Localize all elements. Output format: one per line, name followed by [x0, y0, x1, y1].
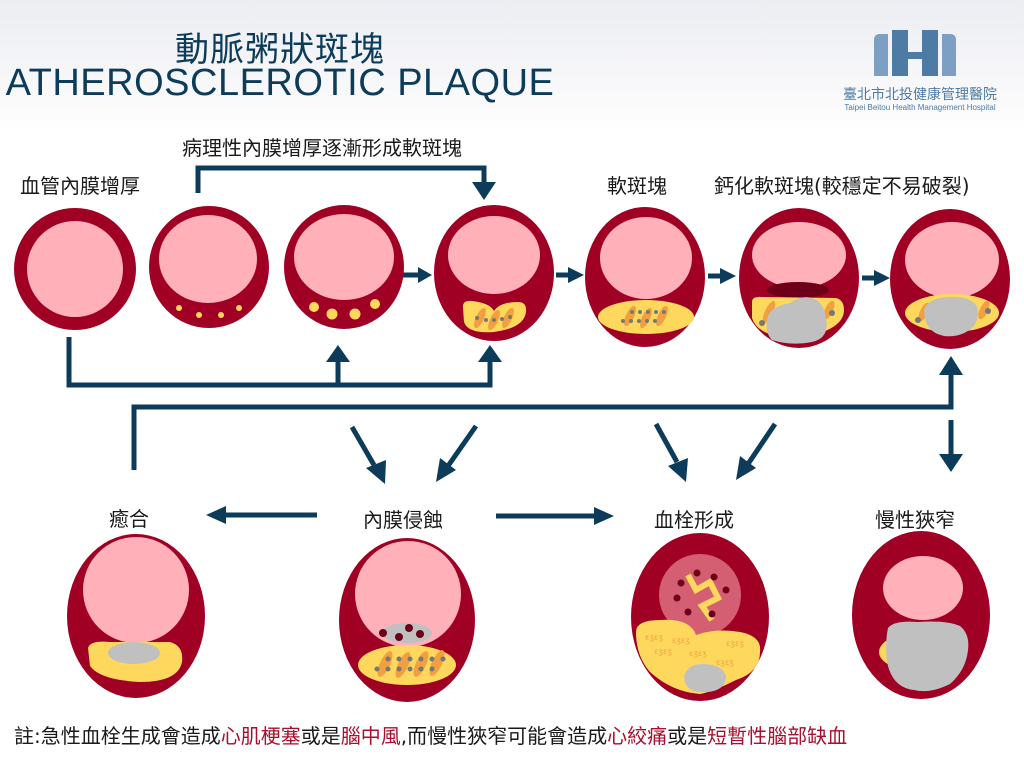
svg-text:ɛʒɛʒ: ɛʒɛʒ — [726, 639, 744, 648]
arrow-thickening-to-lipid — [66, 337, 493, 388]
svg-text:ɛʒɛʒ: ɛʒɛʒ — [716, 658, 734, 667]
footnote-prefix: 註:急性血栓生成會造成 — [14, 724, 221, 748]
stage-stenosed-artery — [852, 531, 990, 699]
label-calcified-plaque: 鈣化軟斑塊(較穩定不易破裂) — [714, 174, 970, 198]
arrow-healing-loop — [131, 375, 954, 470]
stage-thrombosed-plaque: ɛʒɛʒ ɛʒɛʒ ɛʒɛʒ ɛʒɛʒ ɛʒɛʒ ɛʒɛʒ — [631, 533, 769, 701]
label-soft-plaque: 軟斑塊 — [607, 174, 667, 198]
page-title-en: ATHEROSCLEROTIC PLAQUE — [5, 62, 555, 104]
stage-lipid-pool — [284, 205, 404, 329]
stage-calcified-plaque-rupture — [739, 208, 859, 348]
footnote-highlight-angina: 心絞痛 — [607, 724, 668, 748]
footnote-highlight-mi: 心肌梗塞 — [220, 724, 301, 748]
label-chronic-stenosis: 慢性狹窄 — [875, 508, 955, 532]
hospital-name-zh: 臺北市北投健康管理醫院 — [843, 87, 997, 103]
svg-text:ɛʒɛʒ: ɛʒɛʒ — [672, 636, 690, 645]
footnote-text-or2: 或是 — [667, 724, 708, 748]
stage-soft-plaque-early — [434, 205, 554, 341]
stage-normal-artery — [14, 208, 136, 330]
label-healing: 癒合 — [109, 507, 149, 531]
label-erosion: 內膜侵蝕 — [363, 508, 443, 532]
label-pathological-thickening: 病理性內膜增厚逐漸形成軟斑塊 — [182, 136, 462, 160]
footnote-highlight-tia: 短暫性腦部缺血 — [707, 724, 848, 748]
page-title-zh: 動脈粥狀斑塊 — [175, 30, 385, 70]
stage-healed-plaque — [67, 534, 205, 698]
hospital-logo-icon — [874, 30, 956, 76]
stage-calcified-plaque — [890, 209, 1010, 349]
footnote-text-middle: ,而慢性狹窄可能會造成 — [400, 724, 608, 748]
svg-text:ɛʒɛʒ: ɛʒɛʒ — [645, 633, 663, 642]
svg-text:ɛʒɛʒ: ɛʒɛʒ — [654, 647, 672, 656]
footnote-highlight-stroke: 腦中風 — [340, 724, 401, 748]
footnote: 註:急性血栓生成會造成心肌梗塞或是腦中風,而慢性狹窄可能會造成心絞痛或是短暫性腦… — [14, 720, 847, 749]
stage-soft-plaque — [585, 207, 705, 347]
arrow-pathological-thickening — [195, 165, 487, 193]
footnote-text-or1: 或是 — [300, 724, 341, 748]
hospital-name-en: Taipei Beitou Health Management Hospital — [844, 103, 996, 112]
stage-early-intimal-thickening — [149, 206, 269, 328]
stage-eroded-plaque — [339, 538, 475, 702]
label-intima-thickening: 血管內膜增厚 — [20, 174, 140, 198]
label-thrombosis: 血栓形成 — [654, 508, 734, 532]
svg-text:ɛʒɛʒ: ɛʒɛʒ — [689, 649, 707, 658]
